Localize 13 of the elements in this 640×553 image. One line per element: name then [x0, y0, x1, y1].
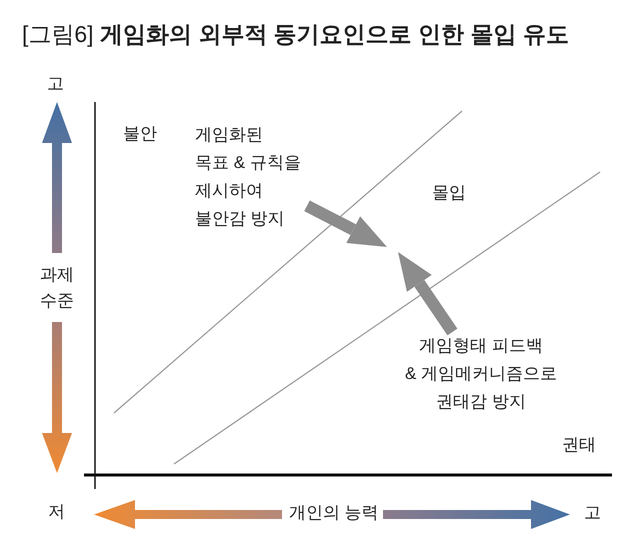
axis-end-label: 고 — [47, 73, 64, 95]
region-label: 몰입 — [432, 182, 466, 204]
region-label: 불안 — [123, 123, 157, 145]
arrow — [304, 200, 387, 247]
figure-title: [그림6] 게임화의 외부적 동기요인으로 인한 몰입 유도 — [22, 20, 569, 48]
annotation-text: 게임화된 목표 & 규칙을 제시하여 불안감 방지 — [195, 121, 307, 233]
axis-end-label: 저 — [48, 501, 65, 523]
arrow — [398, 252, 458, 336]
axis-title: 개인의 능력 — [289, 502, 379, 524]
annotation-text: 게임형태 피드백 & 게임메커니즘으로 권태감 방지 — [393, 332, 569, 416]
axis-title: 과제 수준 — [39, 264, 75, 312]
region-label: 권태 — [562, 434, 596, 456]
axis-end-label: 고 — [584, 502, 601, 524]
